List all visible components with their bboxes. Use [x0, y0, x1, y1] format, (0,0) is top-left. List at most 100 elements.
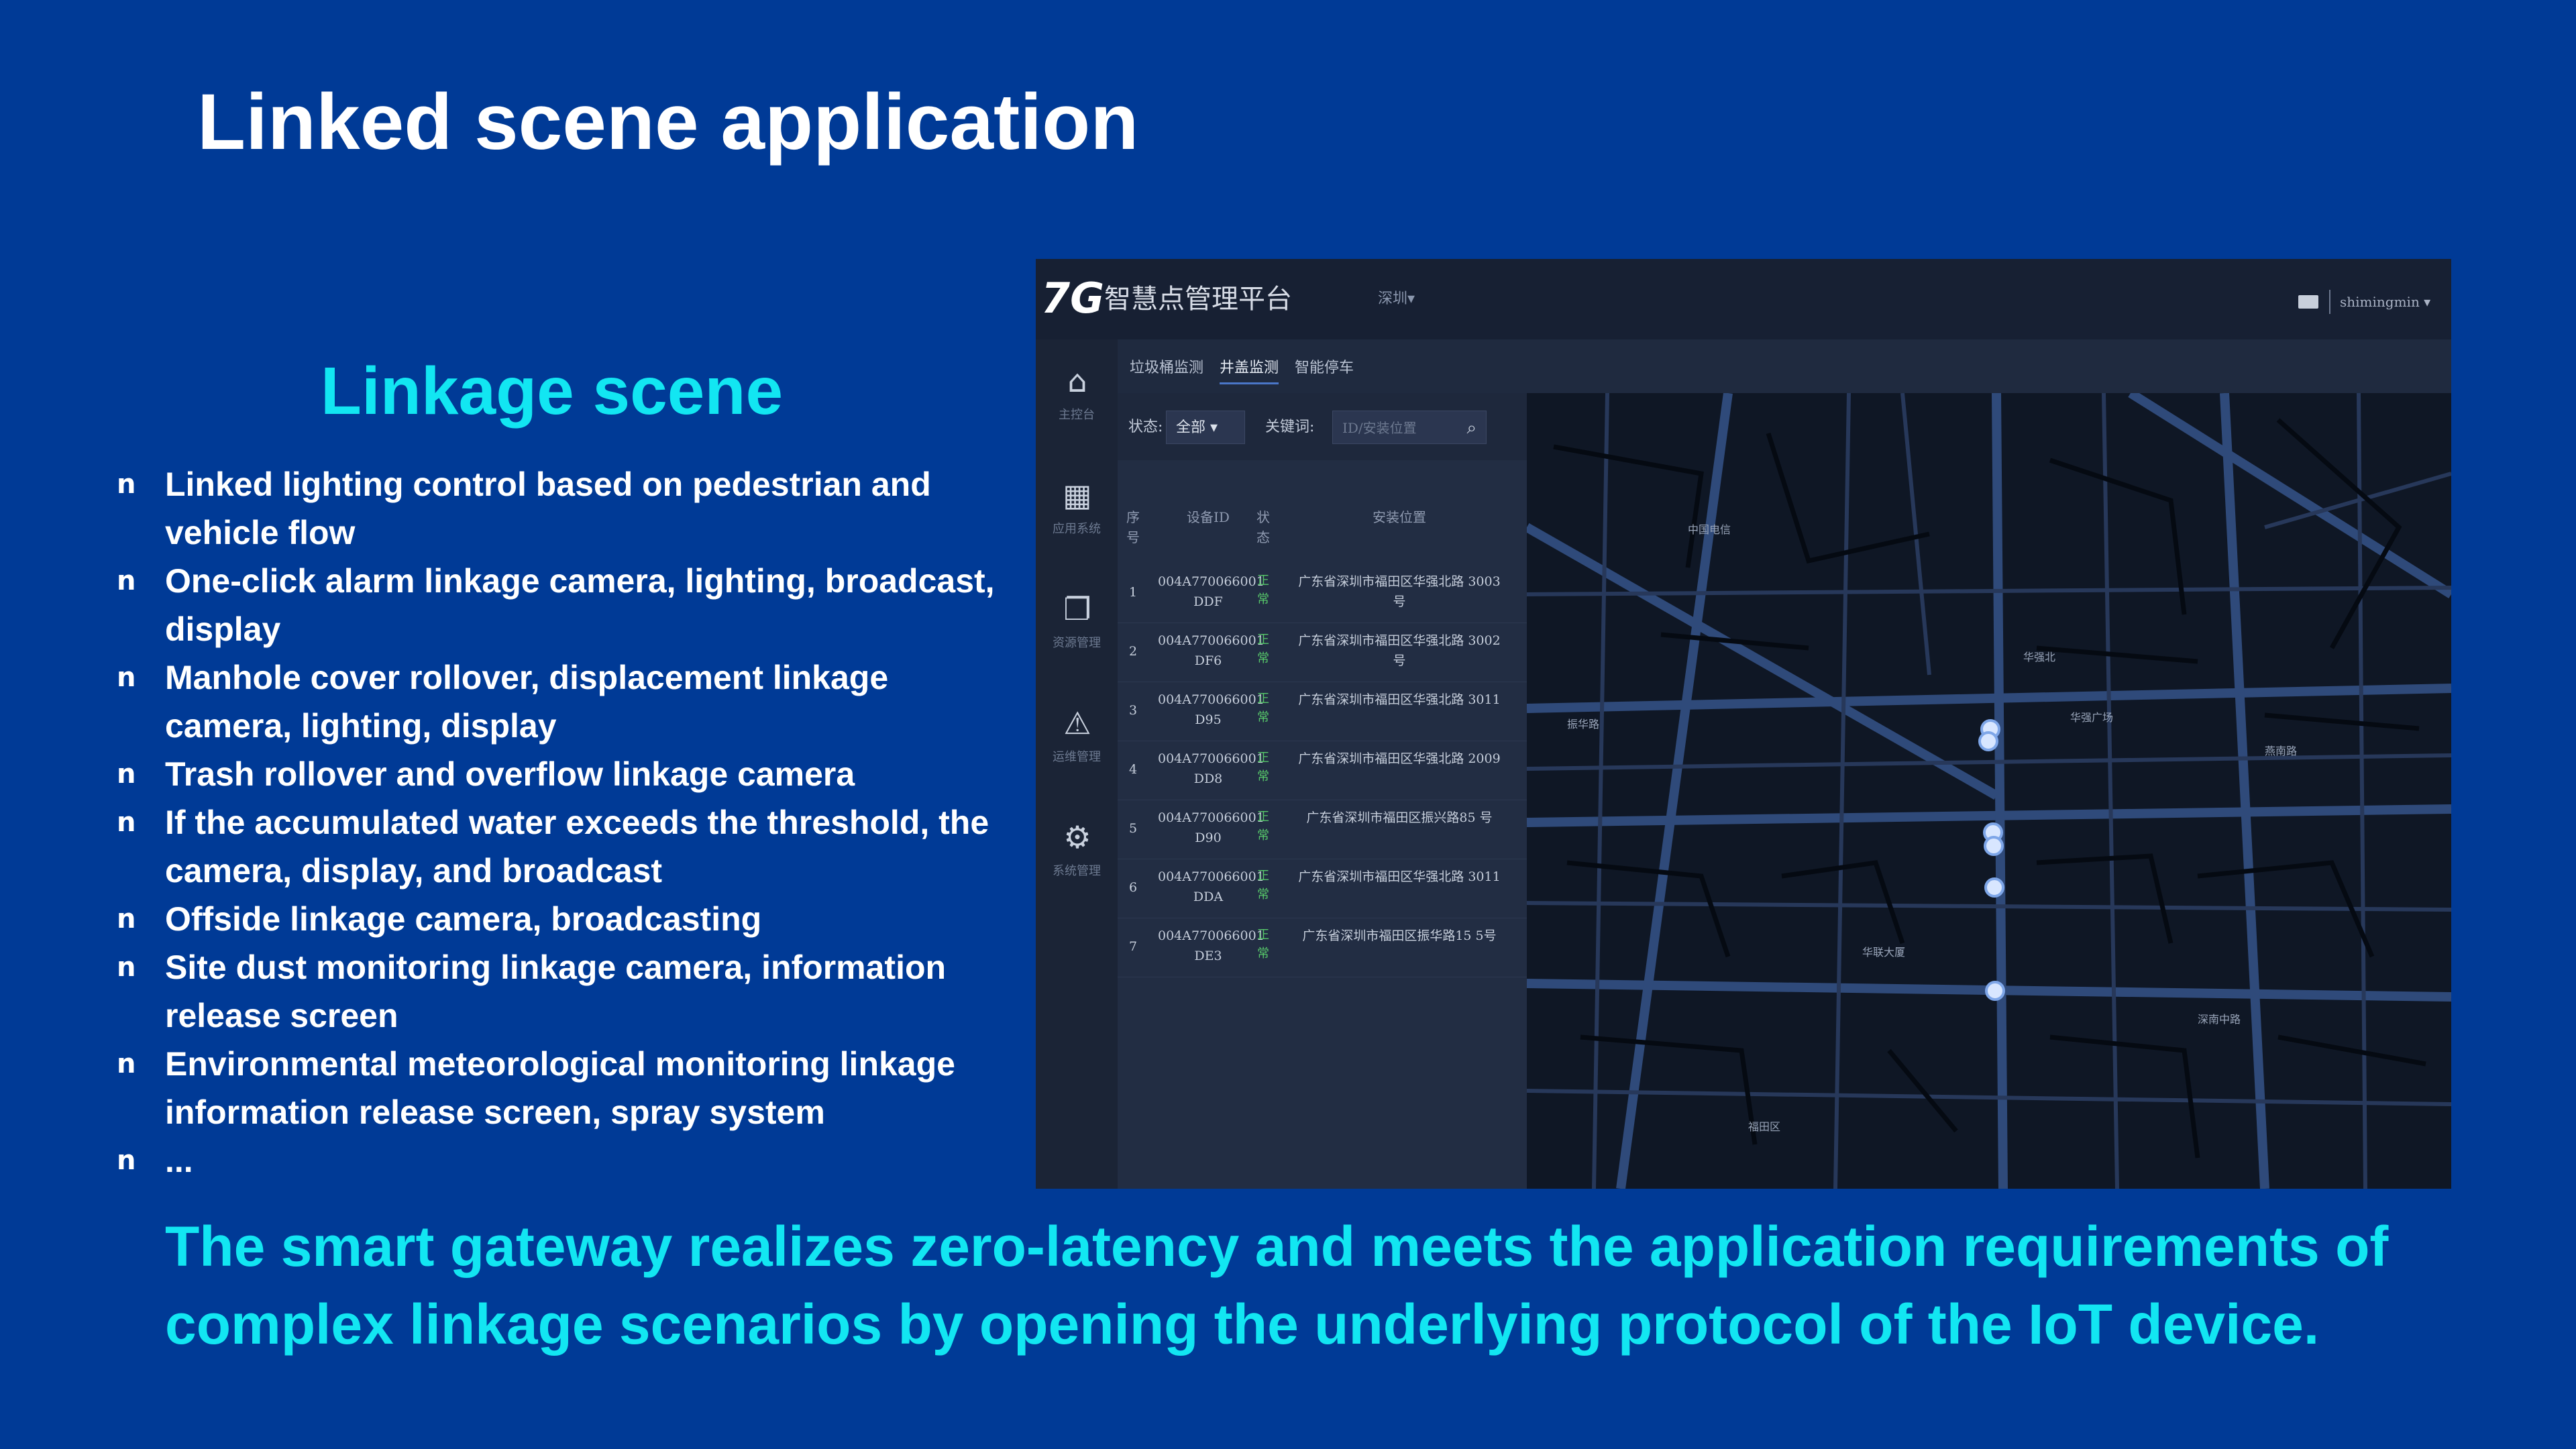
map-road-main: [1527, 804, 2451, 827]
table-row[interactable]: 2 004A770066001 DF6 正常 广东省深圳市福田区华强北路 300…: [1118, 623, 1527, 682]
column-header: 安装位置: [1373, 509, 1426, 525]
map-street: [1660, 632, 1809, 651]
table-row[interactable]: 6 004A770066001 DDA 正常 广东省深圳市福田区华强北路 301…: [1118, 859, 1527, 918]
map-road-minor: [1592, 393, 1609, 1189]
status-select[interactable]: 全部 ▾: [1166, 411, 1245, 444]
city-selector[interactable]: 深圳▾: [1378, 290, 1415, 307]
map-road-main: [1616, 393, 1733, 1189]
city-map[interactable]: 华强北 华强广场 中国电信 华联大厦 燕南路 振华路 深南中路 福田区: [1527, 393, 2451, 1189]
map-street: [2049, 1034, 2200, 1159]
app-header: 7G 智慧点管理平台 深圳▾ shimingmin ▾: [1036, 259, 2451, 339]
row-number: 2: [1128, 644, 1138, 659]
bullet-text: Manhole cover rollover, displacement lin…: [165, 659, 889, 745]
map-street: [2197, 860, 2375, 958]
app-name: 智慧点管理平台: [1104, 284, 1292, 315]
map-pin[interactable]: [1984, 836, 2004, 856]
sidebar-item-label: 资源管理: [1053, 636, 1101, 650]
table-row[interactable]: 7 004A770066001 DE3 正常 广东省深圳市福田区振华路15 5号: [1118, 918, 1527, 977]
map-pin[interactable]: [1978, 731, 1998, 751]
sidebar-item-console[interactable]: ⌂ 主控台: [1036, 353, 1118, 453]
map-label: 福田区: [1748, 1120, 1781, 1133]
map-road-minor: [1527, 753, 2451, 771]
sidebar-item-label: 主控台: [1059, 408, 1095, 422]
map-pin[interactable]: [1984, 877, 2004, 898]
row-number: 5: [1128, 821, 1138, 836]
map-road-minor: [1900, 393, 1931, 676]
row-number: 1: [1128, 585, 1138, 600]
footer-statement: The smart gateway realizes zero-latency …: [165, 1215, 2389, 1356]
module-tabs: 垃圾桶监测 井盖监测 智能停车: [1118, 339, 2451, 393]
map-street: [2264, 712, 2420, 731]
status-badge: 正常: [1257, 751, 1269, 784]
map-road-minor: [2102, 393, 2119, 1189]
map-label: 华强北: [2023, 651, 2056, 663]
column-header: 设备ID: [1187, 509, 1230, 525]
keyword-label: 关键词:: [1265, 419, 1315, 435]
map-street: [2036, 853, 2174, 944]
keyword-input[interactable]: ID/安装位置 ⌕: [1332, 411, 1487, 444]
bullet-text: If the accumulated water exceeds the thr…: [165, 804, 989, 890]
table-row[interactable]: 5 004A770066001 D90 正常 广东省深圳市福田区振兴路85 号: [1118, 800, 1527, 859]
map-road-minor: [1527, 901, 2451, 912]
map-street: [1580, 1034, 1758, 1145]
map-road-main: [2220, 393, 2269, 1189]
table-row[interactable]: 4 004A770066001 DD8 正常 广东省深圳市福田区华强北路 200…: [1118, 741, 1527, 800]
bullet-mark: n: [117, 759, 136, 790]
bullet-mark: n: [117, 469, 136, 500]
status-badge: 正常: [1257, 928, 1269, 961]
status-badge: 正常: [1257, 810, 1269, 843]
map-pin[interactable]: [1985, 981, 2005, 1001]
map-label: 华联大厦: [1862, 946, 1906, 959]
table-row[interactable]: 1 004A770066001 DDF 正常 广东省深圳市福田区华强北路 300…: [1118, 564, 1527, 623]
map-road-minor: [2357, 393, 2367, 1189]
device-id: 004A770066001 D95: [1158, 692, 1265, 727]
map-streets: [1527, 393, 2451, 1189]
install-location: 广东省深圳市福田区振华路15 5号: [1302, 928, 1497, 943]
sidebar-item-apps[interactable]: ▦ 应用系统: [1036, 467, 1118, 568]
map-label: 中国电信: [1688, 523, 1731, 536]
bullet-mark: n: [117, 1145, 136, 1176]
tab-smart-parking[interactable]: 智能停车: [1295, 360, 1354, 376]
map-label: 深南中路: [2198, 1013, 2241, 1026]
install-location: 广东省深圳市福田区华强北路 3011: [1298, 692, 1501, 707]
install-location: 广东省深圳市福田区华强北路 3011: [1298, 869, 1501, 884]
search-icon[interactable]: ⌕: [1466, 418, 1477, 438]
bullet-mark: n: [117, 662, 136, 693]
keyword-placeholder: ID/安装位置: [1342, 420, 1417, 436]
bullet-item: n If the accumulated water exceeds the th…: [114, 798, 1020, 895]
sidebar-item-ops[interactable]: ⚠ 运维管理: [1036, 695, 1118, 796]
sidebar-item-resources[interactable]: ❐ 资源管理: [1036, 581, 1118, 682]
bullet-mark: n: [117, 807, 136, 838]
map-road-main: [2128, 393, 2451, 598]
install-location: 广东省深圳市福田区华强北路 2009: [1298, 751, 1501, 766]
tab-trash-monitoring[interactable]: 垃圾桶监测: [1130, 360, 1204, 376]
column-header: 状态: [1256, 509, 1270, 545]
row-number: 4: [1128, 762, 1138, 777]
section-subtitle: Linkage scene: [320, 354, 784, 429]
map-street: [1887, 1049, 1958, 1133]
map-road-main: [1992, 393, 2008, 1189]
bullet-text: ...: [165, 1142, 193, 1179]
bullet-mark: n: [117, 952, 136, 983]
bullet-item: n...: [114, 1136, 1020, 1185]
map-road-main: [1527, 523, 1999, 800]
map-road-minor: [1527, 1089, 2451, 1106]
table-row[interactable]: 3 004A770066001 D95 正常 广东省深圳市福田区华强北路 301…: [1118, 682, 1527, 741]
device-list-panel: 状态: 全部 ▾ 关键词: ID/安装位置 ⌕ 序号 设备ID 状态 安装位置 …: [1118, 393, 1527, 1189]
status-label: 状态:: [1128, 419, 1163, 435]
copy-icon: ❐: [1063, 591, 1091, 627]
map-street: [1566, 860, 1731, 958]
home-icon: ⌂: [1067, 363, 1087, 399]
map-label: 燕南路: [2265, 745, 2298, 757]
user-menu[interactable]: shimingmin ▾: [2340, 294, 2431, 310]
tab-manhole-monitoring[interactable]: 井盖监测: [1220, 358, 1279, 384]
sidebar-item-system[interactable]: ⚙ 系统管理: [1036, 809, 1118, 910]
warning-icon: ⚠: [1063, 705, 1091, 741]
map-road-minor: [1527, 586, 2451, 596]
table-header: 序号 设备ID 状态 安装位置: [1118, 507, 1527, 547]
mail-icon[interactable]: [2298, 295, 2318, 309]
map-road-main: [1527, 684, 2451, 713]
